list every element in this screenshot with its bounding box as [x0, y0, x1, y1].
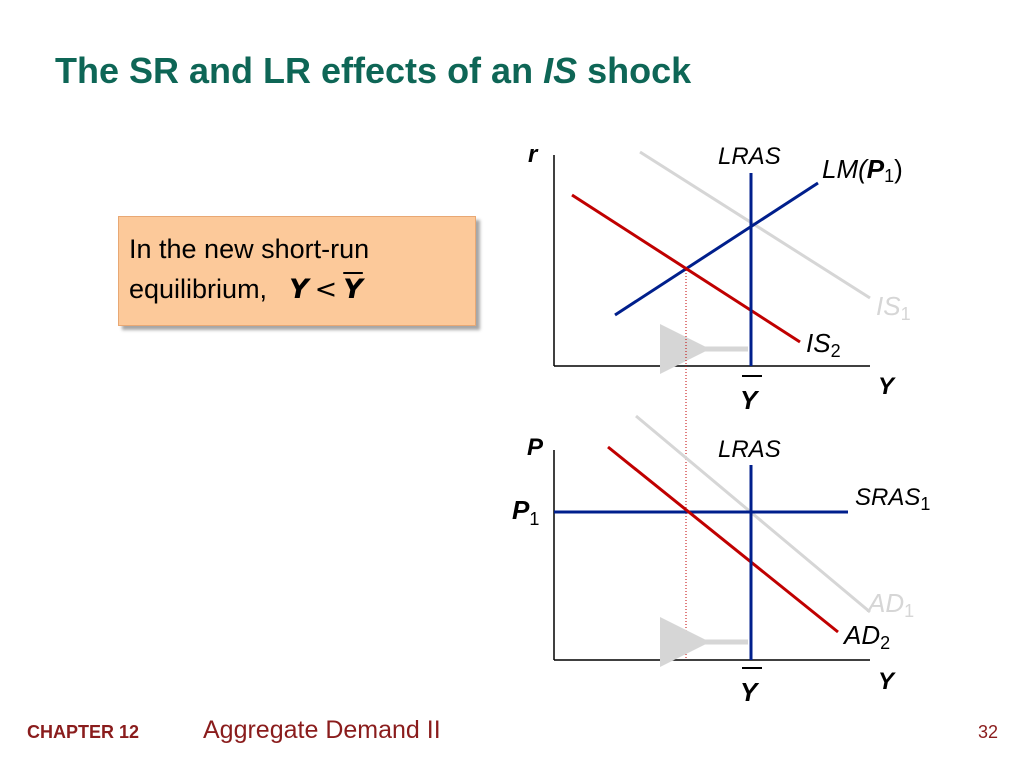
is1-label-sub: 1 [901, 304, 911, 324]
ad2-label-sub: 2 [880, 633, 890, 653]
is1-label: IS1 [876, 291, 911, 324]
lm-label-p: P [867, 154, 885, 184]
ad2-curve [607, 445, 839, 634]
lm-label: LM(P1) [822, 154, 903, 186]
lm-label-sub: 1 [884, 166, 894, 186]
p1-label-text: P [512, 495, 530, 525]
footer-page-number: 32 [977, 722, 998, 742]
slide-title-em: IS [543, 50, 578, 91]
callout-inequality: Y<Y [289, 274, 363, 305]
sras-label-text: SRAS [855, 484, 920, 511]
sras-label: SRAS1 [855, 484, 930, 514]
lm-curve [614, 181, 819, 317]
top-lras-label: LRAS [718, 143, 781, 170]
callout-line-2-text: equilibrium, [129, 274, 268, 304]
footer-title: Aggregate Demand II [203, 716, 441, 744]
is1-label-text: IS [876, 291, 901, 321]
is2-curve [571, 193, 801, 344]
equilibrium-callout: In the new short-run equilibrium, Y<Y [118, 216, 476, 326]
top-y-axis-label: r [528, 141, 539, 168]
bottom-ybar-label: Y [740, 677, 760, 707]
p1-label-sub: 1 [529, 509, 539, 529]
slide-title-post: shock [577, 50, 692, 91]
is2-label: IS2 [806, 328, 841, 361]
bottom-x-axis-label: Y [878, 668, 896, 695]
footer-chapter: CHAPTER 12 [27, 722, 140, 742]
callout-lhs: Y [289, 274, 309, 305]
callout-line-1: In the new short-run [129, 234, 370, 264]
bottom-lras-label: LRAS [718, 436, 781, 463]
callout-operator: < [314, 274, 338, 305]
top-x-axis-label: Y [878, 373, 896, 400]
ad2-label: AD2 [842, 620, 890, 653]
is2-label-sub: 2 [831, 341, 841, 361]
slide-title: The SR and LR effects of an IS shock [55, 50, 691, 92]
ad1-label-sub: 1 [904, 601, 914, 621]
ad1-label: AD1 [866, 588, 914, 621]
ad2-label-text: AD [842, 620, 880, 650]
callout-line-2: equilibrium, Y<Y [129, 269, 465, 310]
sras-label-sub: 1 [920, 494, 930, 514]
ad1-label-text: AD [866, 588, 904, 618]
ad1-curve [635, 414, 871, 614]
lm-label-close: ) [894, 154, 903, 184]
lm-label-text: LM( [822, 154, 869, 184]
top-ybar-label: Y [740, 385, 760, 415]
is2-label-text: IS [806, 328, 831, 358]
bottom-graph: P Y LRAS P1 SRAS1 AD1 AD2 Y [512, 414, 930, 707]
p1-label: P1 [512, 495, 539, 529]
slide-title-pre: The SR and LR effects of an [55, 50, 544, 91]
callout-rhs: Y [343, 274, 363, 305]
bottom-y-axis-label: P [527, 434, 544, 461]
top-graph: r Y LRAS LM(P1) IS1 IS2 Y [528, 141, 911, 415]
